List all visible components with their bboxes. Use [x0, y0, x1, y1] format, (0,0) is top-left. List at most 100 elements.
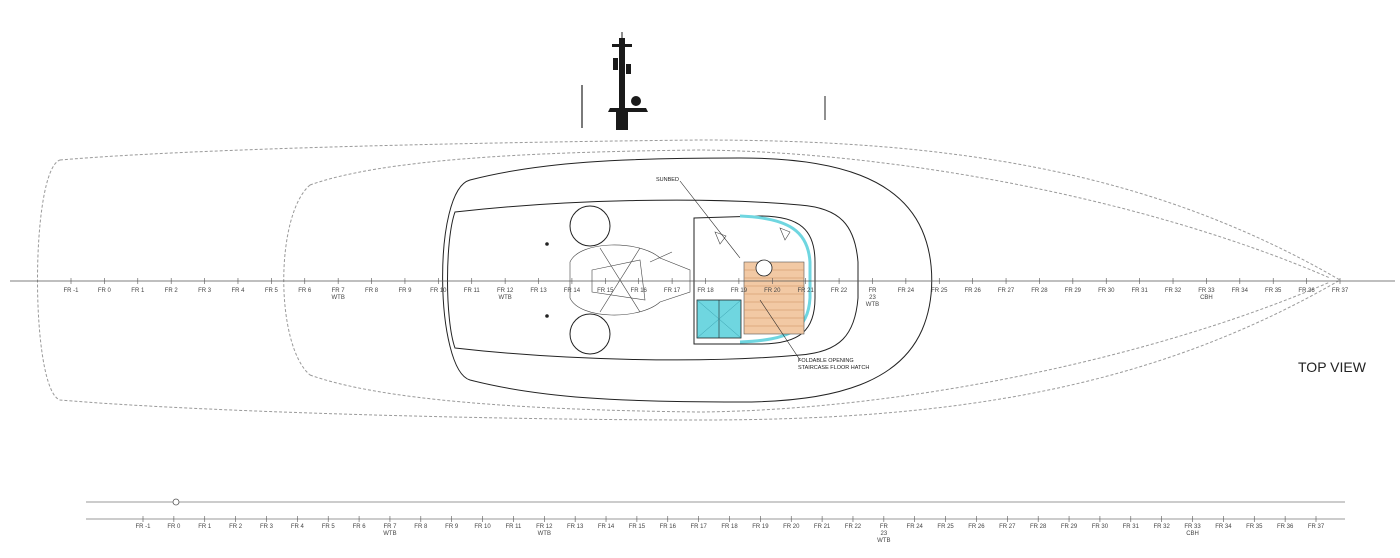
- frame-label: FR 34: [1215, 524, 1232, 530]
- mast-profile: [581, 32, 826, 130]
- frame-label: FR: [880, 524, 889, 530]
- frame-sublabel: WTB: [383, 531, 396, 537]
- frame-label: FR 10: [430, 288, 447, 294]
- helm-console: [545, 205, 691, 355]
- frame-sublabel: WTB: [498, 295, 511, 301]
- frame-label: FR 5: [265, 288, 279, 294]
- frame-label: FR 3: [198, 288, 212, 294]
- frame-sublabel: WTB: [866, 302, 879, 308]
- frame-label: FR 19: [731, 288, 748, 294]
- frame-label: FR 27: [999, 524, 1016, 530]
- frame-label: FR 0: [167, 524, 181, 530]
- frame-label: FR 14: [598, 524, 615, 530]
- frame-label: FR 25: [931, 288, 948, 294]
- frame-sublabel: WTB: [538, 531, 551, 537]
- frame-label: FR 35: [1265, 288, 1282, 294]
- frame-label: FR 30: [1092, 524, 1109, 530]
- frame-label: FR 11: [464, 288, 481, 294]
- frame-label: FR 3: [260, 524, 274, 530]
- frame-label: FR 2: [165, 288, 179, 294]
- radome-icon: [631, 96, 641, 106]
- frame-label: FR 32: [1165, 288, 1182, 294]
- frame-label: FR 7: [383, 524, 397, 530]
- frame-sublabel: CBH: [1200, 295, 1213, 301]
- frame-label: FR 16: [631, 288, 648, 294]
- hull-outline: [37, 139, 1341, 421]
- frame-label: FR 1: [198, 524, 212, 530]
- frame-label: FR 17: [664, 288, 681, 294]
- frame-label: FR 6: [353, 524, 367, 530]
- frame-label: FR 31: [1123, 524, 1140, 530]
- frame-label: FR 28: [1031, 288, 1048, 294]
- frame-label: FR 5: [322, 524, 336, 530]
- frame-sublabel: WTB: [877, 538, 890, 544]
- frame-label: FR -1: [64, 288, 80, 294]
- coachroof-outline: [447, 199, 859, 361]
- frame-label: FR 30: [1098, 288, 1115, 294]
- hatch-label-line1: FOLDABLE OPENING: [798, 358, 854, 364]
- frame-label: FR 18: [721, 524, 738, 530]
- frame-label: FR 1: [131, 288, 145, 294]
- frame-label: FR 26: [964, 288, 981, 294]
- frame-label: FR 18: [697, 288, 714, 294]
- frame-label: FR 14: [564, 288, 581, 294]
- frame-label: FR 10: [474, 524, 491, 530]
- frame-label: FR 37: [1308, 524, 1325, 530]
- frame-label: FR 21: [798, 288, 815, 294]
- frame-label: FR 37: [1332, 288, 1349, 294]
- frame-sublabel: 23: [869, 295, 876, 301]
- frame-label: FR 7: [332, 288, 346, 294]
- frame-label: FR 31: [1131, 288, 1148, 294]
- reference-point-icon: [172, 498, 180, 506]
- sunbed-label: SUNBED: [656, 177, 679, 183]
- frame-label: FR: [868, 288, 877, 294]
- frame-label: FR 28: [1030, 524, 1047, 530]
- frame-sublabel: WTB: [331, 295, 344, 301]
- frame-label: FR 6: [298, 288, 312, 294]
- frame-sublabel: CBH: [1186, 531, 1199, 537]
- frame-label: FR 17: [690, 524, 707, 530]
- view-title: TOP VIEW: [1298, 359, 1367, 375]
- frame-label: FR 24: [907, 524, 924, 530]
- sunbed-area: [693, 214, 816, 345]
- frame-label: FR 4: [231, 288, 245, 294]
- frame-label: FR 36: [1298, 288, 1315, 294]
- frame-label: FR 2: [229, 524, 243, 530]
- frame-label: FR 33: [1184, 524, 1201, 530]
- frame-label: FR 9: [398, 288, 412, 294]
- frame-label: FR 16: [660, 524, 677, 530]
- frame-label: FR 36: [1277, 524, 1294, 530]
- frame-label: FR 8: [365, 288, 379, 294]
- frame-label: FR 0: [98, 288, 112, 294]
- frame-label: FR 11: [505, 524, 522, 530]
- frame-label: FR 15: [597, 288, 614, 294]
- frame-label: FR 22: [845, 524, 862, 530]
- frame-label: FR -1: [136, 524, 152, 530]
- frame-label: FR 35: [1246, 524, 1263, 530]
- hatch-label-line2: STAIRCASE FLOOR HATCH: [798, 365, 869, 371]
- frame-label: FR 29: [1065, 288, 1082, 294]
- superstructure-outline: [442, 157, 933, 403]
- frame-sublabel: 23: [880, 531, 887, 537]
- frame-label: FR 4: [291, 524, 305, 530]
- frame-label: FR 33: [1198, 288, 1215, 294]
- frame-label: FR 20: [764, 288, 781, 294]
- frame-label: FR 34: [1232, 288, 1249, 294]
- frame-label: FR 13: [567, 524, 584, 530]
- inner-deck-outline: [283, 149, 1331, 413]
- frame-label: FR 12: [497, 288, 514, 294]
- frame-label: FR 25: [937, 524, 954, 530]
- frame-label: FR 19: [752, 524, 769, 530]
- frame-label: FR 9: [445, 524, 459, 530]
- frame-label: FR 27: [998, 288, 1015, 294]
- frame-label: FR 32: [1153, 524, 1170, 530]
- frame-label: FR 20: [783, 524, 800, 530]
- frame-label: FR 22: [831, 288, 848, 294]
- frame-label: FR 29: [1061, 524, 1078, 530]
- frame-label: FR 13: [530, 288, 547, 294]
- frame-label: FR 15: [629, 524, 646, 530]
- frame-label: FR 24: [898, 288, 915, 294]
